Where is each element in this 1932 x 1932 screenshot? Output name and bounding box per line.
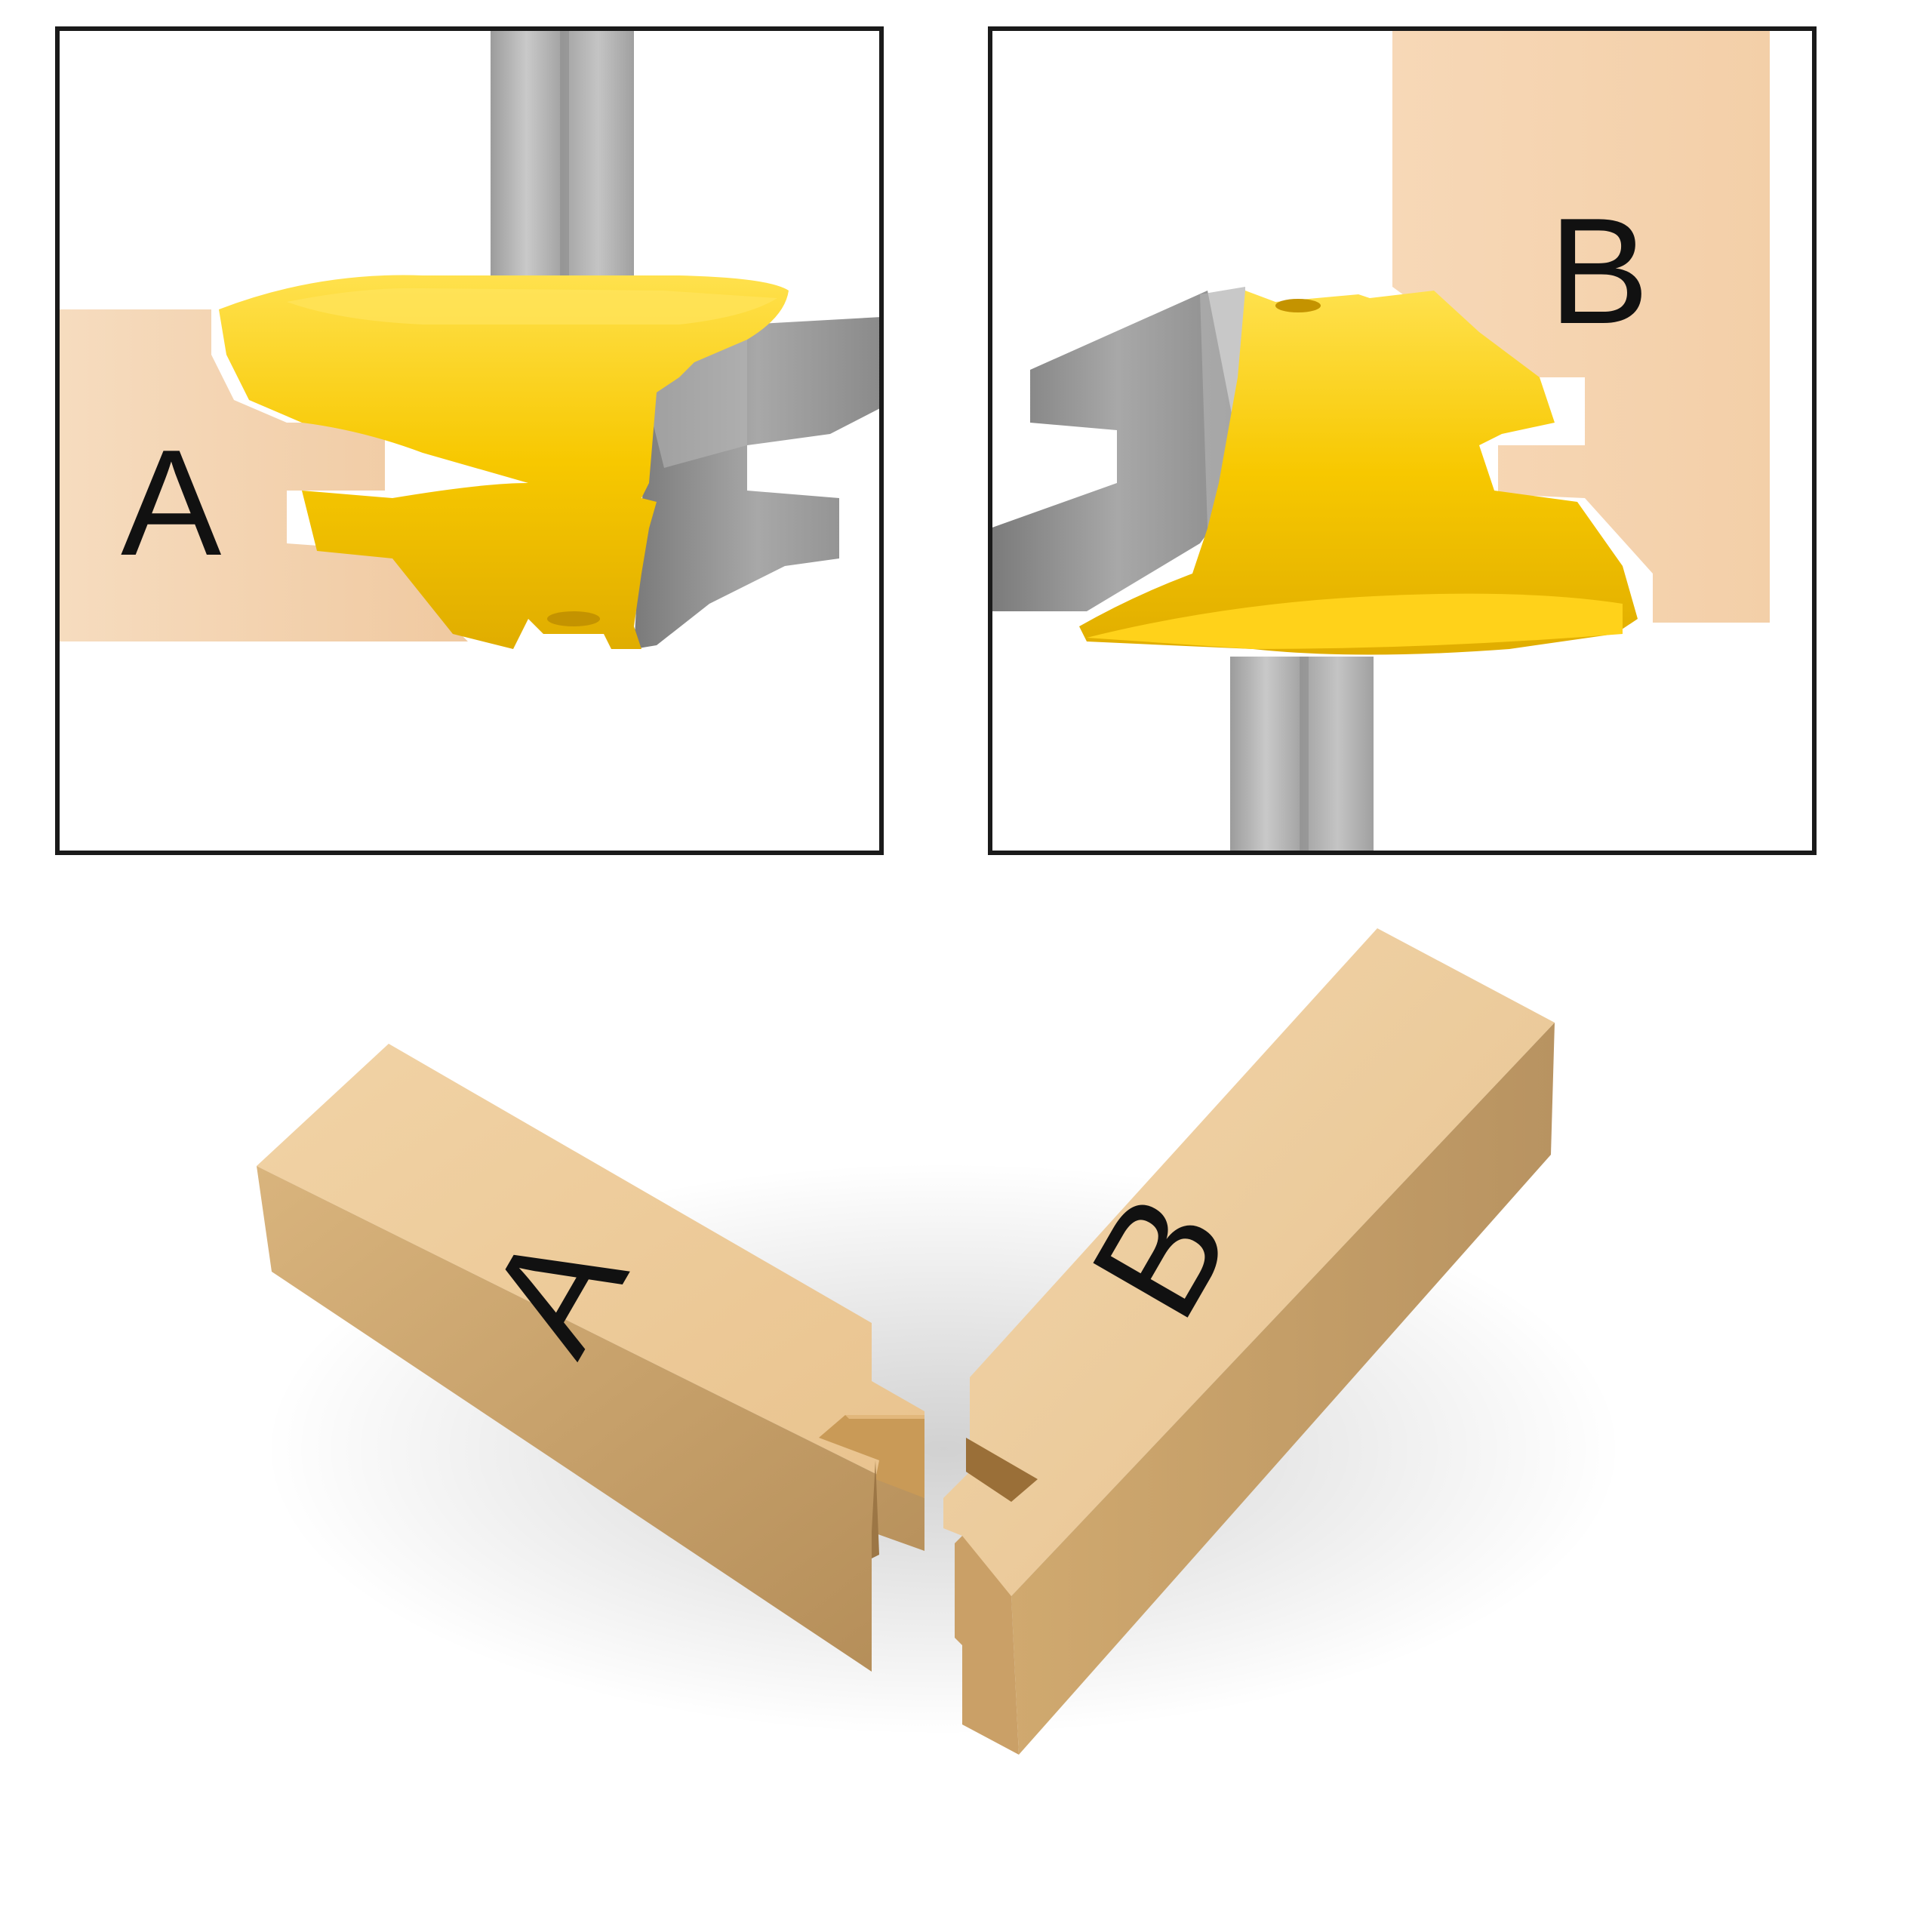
wood-board-a xyxy=(57,309,468,641)
panel-a: A xyxy=(55,26,884,855)
steel-blade-b xyxy=(990,291,1245,611)
panel-a-label: A xyxy=(121,419,222,587)
panel-a-frame xyxy=(55,26,884,855)
board-a: A xyxy=(257,1044,924,1672)
wood-board-b xyxy=(1392,29,1770,623)
panel-b-label: B xyxy=(1549,187,1649,355)
cutter-a xyxy=(219,275,789,649)
joint-illustration: A B xyxy=(257,928,1623,1755)
cutter-b xyxy=(1079,291,1638,655)
panel-b: B xyxy=(988,26,1817,855)
panel-b-frame xyxy=(988,26,1817,855)
